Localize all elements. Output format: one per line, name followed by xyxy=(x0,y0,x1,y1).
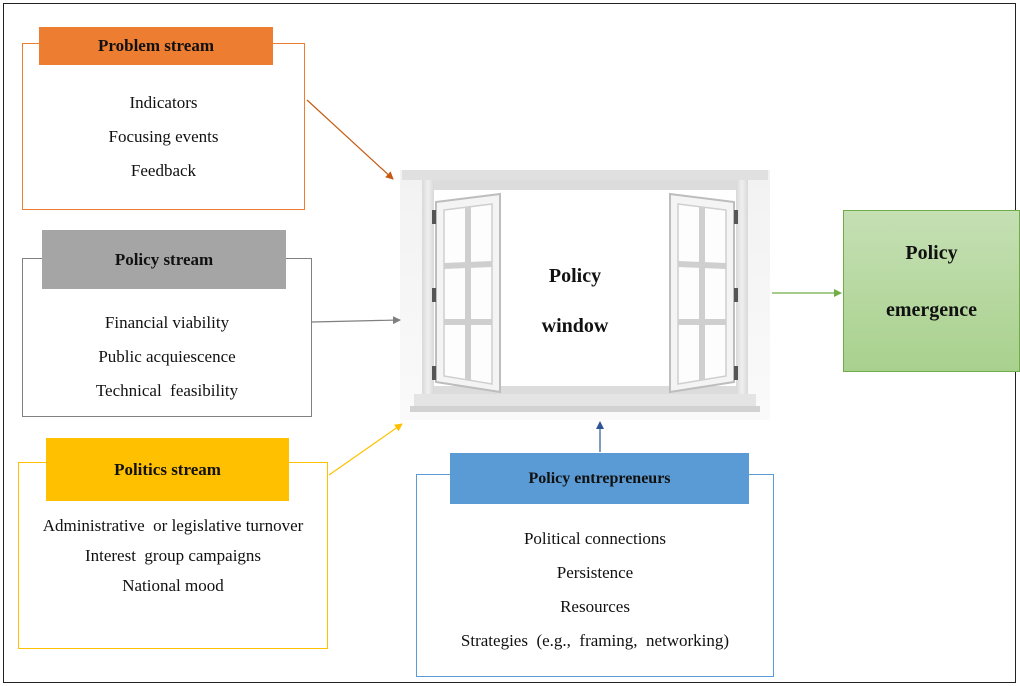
open-window-icon xyxy=(400,170,770,420)
problem-stream-title: Problem stream xyxy=(39,27,273,65)
politics-stream-title: Politics stream xyxy=(46,438,289,501)
policy-stream-title: Policy stream xyxy=(42,230,286,289)
problem-stream-items: Indicators Focusing events Feedback xyxy=(23,91,304,183)
policy-emergence-label-line2: emergence xyxy=(885,299,978,321)
problem-item-feedback: Feedback xyxy=(130,161,197,180)
entrepreneur-item-strategies: Strategies (e.g., framing, networking) xyxy=(460,631,730,650)
entrepreneur-item-resources: Resources xyxy=(560,597,630,616)
politics-item-turnover: Administrative or legislative turnover xyxy=(42,516,304,535)
policy-entrepreneurs-title: Policy entrepreneurs xyxy=(450,453,749,504)
policy-window-label-line1: Policy xyxy=(548,265,602,287)
politics-item-national-mood: National mood xyxy=(122,576,224,595)
politics-item-interest-groups: Interest group campaigns xyxy=(84,546,262,565)
policy-entrepreneurs-box: Policy entrepreneurs Political connectio… xyxy=(416,453,774,677)
problem-item-indicators: Indicators xyxy=(129,93,198,112)
politics-stream-box: Politics stream Administrative or legisl… xyxy=(18,438,328,649)
problem-stream-box: Problem stream Indicators Focusing event… xyxy=(22,27,305,210)
policy-item-public-acquiescence: Public acquiescence xyxy=(98,347,236,366)
policy-item-financial-viability: Financial viability xyxy=(104,313,230,332)
problem-item-focusing-events: Focusing events xyxy=(108,127,219,146)
policy-emergence-box: Policy emergence xyxy=(843,210,1020,372)
politics-stream-items: Administrative or legislative turnover I… xyxy=(19,515,327,597)
policy-window-label-line2: window xyxy=(541,315,609,337)
entrepreneur-item-political-connections: Political connections xyxy=(523,529,667,548)
entrepreneur-item-persistence: Persistence xyxy=(556,563,634,582)
policy-entrepreneurs-items: Political connections Persistence Resour… xyxy=(417,527,773,653)
policy-stream-box: Policy stream Financial viability Public… xyxy=(22,230,312,417)
policy-window-label: Policy window xyxy=(520,262,630,340)
policy-stream-items: Financial viability Public acquiescence … xyxy=(23,311,311,403)
policy-item-technical-feasibility: Technical feasibility xyxy=(95,381,239,400)
policy-emergence-label-line1: Policy xyxy=(905,242,958,264)
